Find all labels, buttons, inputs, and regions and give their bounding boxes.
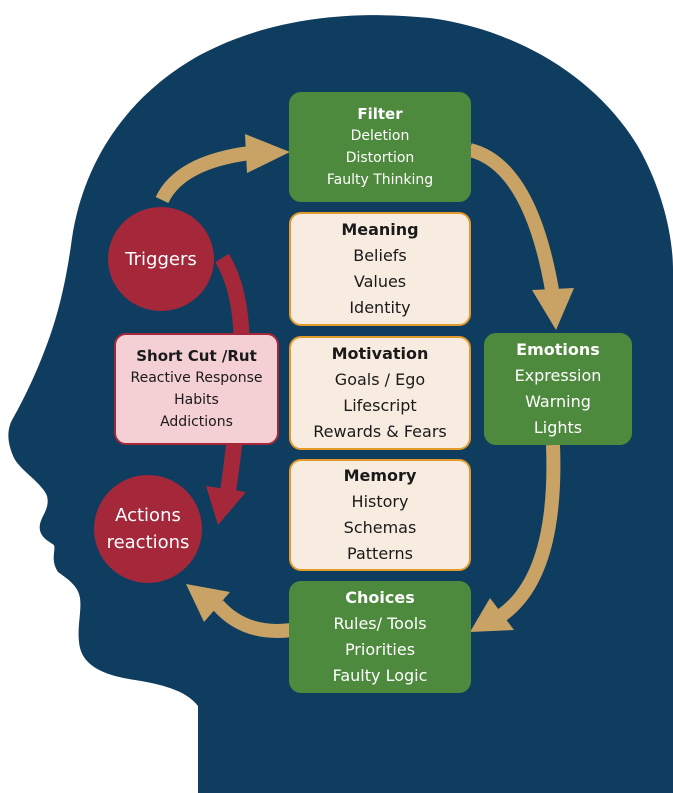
memory-item: History [351,492,409,511]
arrow-head-filter [245,134,290,173]
shortcut-box: Short Cut /Rut Reactive Response Habits … [114,333,279,445]
emotions-item: Warning [525,392,591,411]
arrow-head-shortcut [206,486,246,525]
memory-item: Patterns [347,544,413,563]
emotions-box: Emotions Expression Warning Lights [484,333,632,445]
choices-item: Priorities [344,640,416,659]
triggers-node: Triggers [108,207,214,311]
arrow-triggers-to-filter [155,146,251,204]
motivation-item: Goals / Ego [334,370,426,389]
actions-label: Actions [115,505,181,526]
arrow-head-choices [470,598,514,632]
shortcut-title: Short Cut /Rut [136,347,257,365]
emotions-item: Lights [533,418,583,437]
motivation-item: Rewards & Fears [313,422,447,441]
arrow-choices-to-actions [212,600,293,638]
filter-box: Filter Deletion Distortion Faulty Thinki… [289,92,471,202]
meaning-item: Values [353,272,407,291]
arrow-emotions-to-choices [497,444,561,621]
choices-item: Rules/ Tools [333,614,427,633]
choices-title: Choices [345,588,415,607]
filter-title: Filter [357,105,403,123]
meaning-item: Beliefs [353,246,407,265]
memory-box: Memory History Schemas Patterns [289,459,471,571]
memory-title: Memory [343,466,417,485]
emotions-title: Emotions [516,340,600,359]
shortcut-item: Reactive Response [130,370,263,386]
filter-item: Deletion [350,128,410,144]
motivation-item: Lifescript [343,396,417,415]
actions-node: Actions reactions [94,475,202,583]
meaning-title: Meaning [341,220,419,239]
choices-box: Choices Rules/ Tools Priorities Faulty L… [289,581,471,693]
motivation-title: Motivation [331,344,429,363]
triggers-label: Triggers [125,248,197,270]
memory-item: Schemas [343,518,417,537]
choices-item: Faulty Logic [332,666,428,685]
filter-item: Faulty Thinking [326,172,434,188]
meaning-item: Identity [349,298,411,317]
arrow-head-emotions [532,288,574,330]
arrow-filter-to-emotions [467,143,559,292]
meaning-box: Meaning Beliefs Values Identity [289,212,471,326]
emotions-item: Expression [514,366,602,385]
shortcut-item: Habits [174,392,219,408]
shortcut-item: Addictions [160,414,233,430]
motivation-box: Motivation Goals / Ego Lifescript Reward… [289,336,471,450]
filter-item: Distortion [345,150,415,166]
arrow-head-actions [186,584,230,622]
reactions-label: reactions [106,532,190,553]
